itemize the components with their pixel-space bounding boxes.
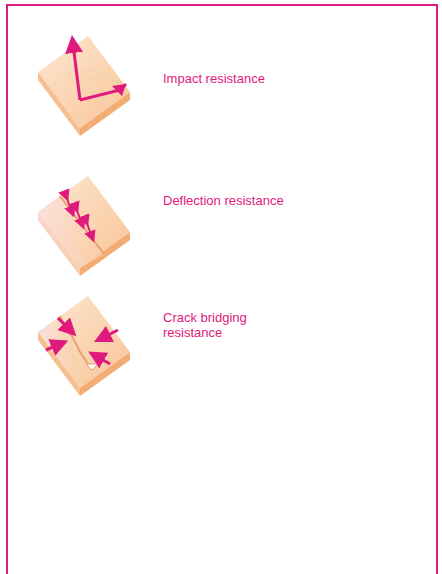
deflection-label: Deflection resistance [163, 193, 363, 208]
crack-label: Crack bridging resistance [163, 310, 283, 340]
impact-slab [38, 36, 130, 136]
deflection-slab [38, 176, 130, 276]
impact-label: Impact resistance [163, 71, 363, 86]
frame [7, 5, 437, 574]
crack-slab [38, 296, 130, 396]
